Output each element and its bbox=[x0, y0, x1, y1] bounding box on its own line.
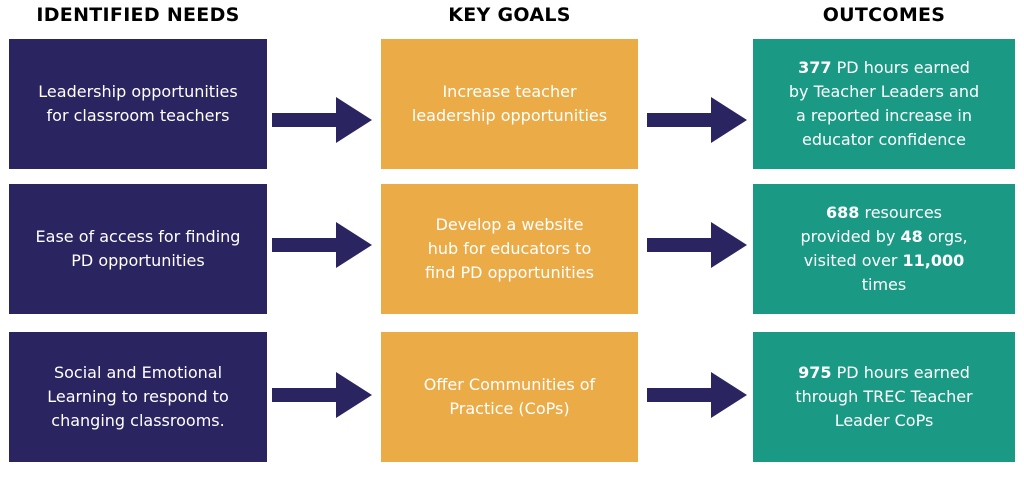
need-text: Social and Emotional Learning to respond… bbox=[47, 361, 229, 433]
outcome-number: 11,000 bbox=[902, 251, 965, 270]
need-line: Ease of access for finding bbox=[35, 227, 241, 246]
outcome-line: by Teacher Leaders and bbox=[788, 82, 980, 101]
outcome-line: 688 resources bbox=[800, 201, 967, 225]
outcome-line: provided by 48 orgs, bbox=[800, 225, 967, 249]
outcome-line-text: PD hours earned bbox=[831, 58, 970, 77]
outcome-box-cops: 975 PD hours earned through TREC Teacher… bbox=[753, 332, 1015, 462]
outcome-box-resources: 688 resources provided by 48 orgs, visit… bbox=[753, 184, 1015, 314]
goal-line: find PD opportunities bbox=[425, 263, 594, 282]
goal-line: leadership opportunities bbox=[411, 106, 608, 125]
need-line: Leadership opportunities bbox=[38, 82, 238, 101]
goal-text: Develop a website hub for educators to f… bbox=[425, 213, 594, 285]
goal-box-website: Develop a website hub for educators to f… bbox=[381, 184, 638, 314]
header-key-goals: KEY GOALS bbox=[448, 4, 571, 26]
outcome-line-text: visited over bbox=[803, 251, 903, 270]
outcome-line: 975 PD hours earned bbox=[795, 361, 972, 385]
arrow-right-icon bbox=[647, 97, 747, 143]
arrow-right-icon bbox=[647, 222, 747, 268]
need-box-access: Ease of access for finding PD opportunit… bbox=[9, 184, 267, 314]
goal-line: Develop a website bbox=[435, 215, 584, 234]
goal-box-cops: Offer Communities of Practice (CoPs) bbox=[381, 332, 638, 462]
goal-text: Increase teacher leadership opportunitie… bbox=[412, 80, 607, 128]
outcome-line: a reported increase in bbox=[796, 106, 972, 125]
outcome-box-leadership: 377 PD hours earned by Teacher Leaders a… bbox=[753, 39, 1015, 169]
outcome-number: 377 bbox=[798, 58, 832, 77]
goal-line: Increase teacher bbox=[442, 82, 577, 101]
arrow-right-icon bbox=[272, 97, 372, 143]
need-box-leadership: Leadership opportunities for classroom t… bbox=[9, 39, 267, 169]
outcome-line: times bbox=[861, 275, 907, 294]
outcome-text: 975 PD hours earned through TREC Teacher… bbox=[795, 361, 972, 433]
need-line: PD opportunities bbox=[71, 251, 205, 270]
outcome-number: 975 bbox=[798, 363, 832, 382]
outcome-text: 377 PD hours earned by Teacher Leaders a… bbox=[789, 56, 979, 152]
outcome-line: through TREC Teacher bbox=[795, 387, 973, 406]
arrow-right-icon bbox=[272, 222, 372, 268]
arrow-right-icon bbox=[272, 372, 372, 418]
outcome-line: visited over 11,000 bbox=[800, 249, 967, 273]
outcome-text: 688 resources provided by 48 orgs, visit… bbox=[800, 201, 967, 297]
goal-text: Offer Communities of Practice (CoPs) bbox=[424, 373, 595, 421]
header-identified-needs: IDENTIFIED NEEDS bbox=[36, 4, 240, 26]
need-line: Learning to respond to bbox=[47, 387, 229, 406]
need-box-sel: Social and Emotional Learning to respond… bbox=[9, 332, 267, 462]
need-text: Ease of access for finding PD opportunit… bbox=[36, 225, 241, 273]
outcome-line-text: PD hours earned bbox=[831, 363, 970, 382]
header-outcomes: OUTCOMES bbox=[822, 4, 946, 26]
outcome-number: 688 bbox=[825, 203, 860, 222]
need-line: for classroom teachers bbox=[46, 106, 230, 125]
need-text: Leadership opportunities for classroom t… bbox=[38, 80, 237, 128]
outcome-line: Leader CoPs bbox=[834, 411, 934, 430]
goal-line: Offer Communities of bbox=[423, 375, 596, 394]
outcome-line-text: resources bbox=[859, 203, 943, 222]
outcome-line-text: orgs, bbox=[922, 227, 968, 246]
goal-box-leadership: Increase teacher leadership opportunitie… bbox=[381, 39, 638, 169]
outcome-line: educator confidence bbox=[801, 130, 967, 149]
need-line: Social and Emotional bbox=[53, 363, 223, 382]
goal-line: hub for educators to bbox=[427, 239, 592, 258]
need-line: changing classrooms. bbox=[51, 411, 225, 430]
outcome-line: 377 PD hours earned bbox=[789, 56, 979, 80]
arrow-right-icon bbox=[647, 372, 747, 418]
goal-line: Practice (CoPs) bbox=[449, 399, 570, 418]
outcome-number: 48 bbox=[900, 227, 923, 246]
outcome-line-text: provided by bbox=[800, 227, 901, 246]
